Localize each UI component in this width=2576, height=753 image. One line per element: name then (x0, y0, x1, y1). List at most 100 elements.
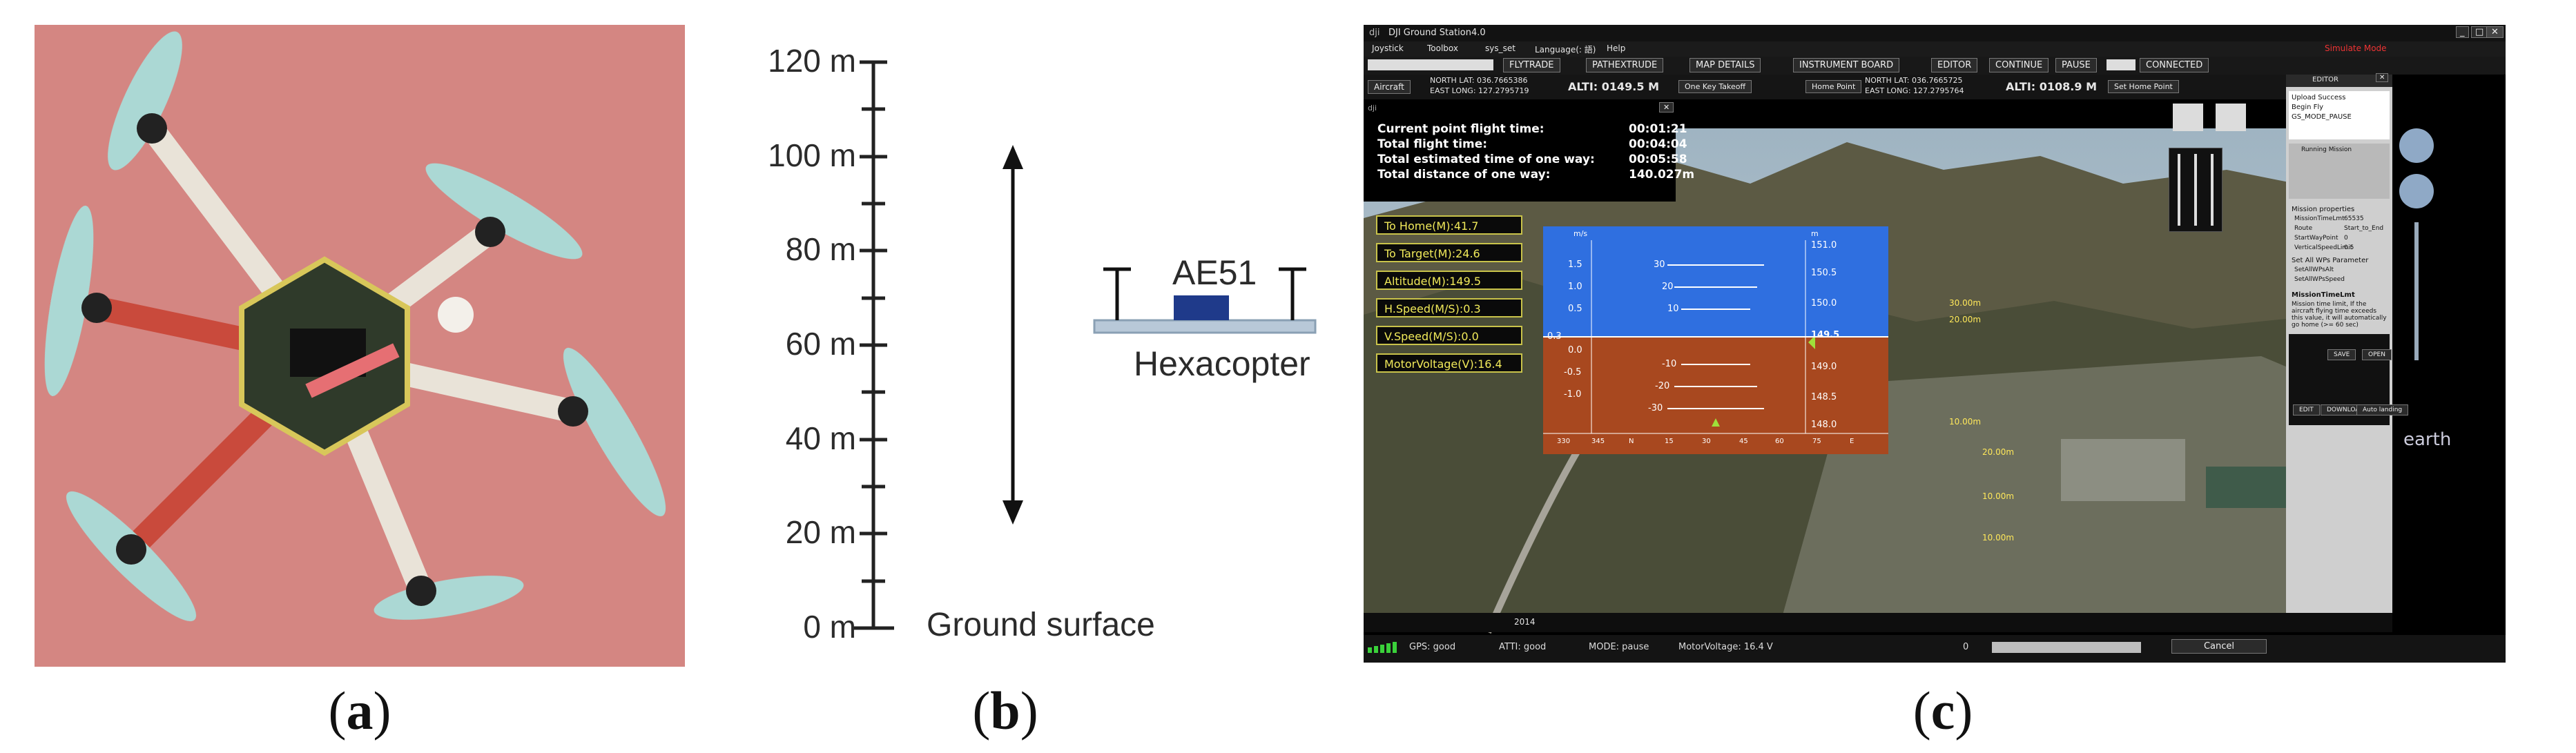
menu-sys-set[interactable]: sys_set (1485, 43, 1515, 53)
alt-tick: 150.5 (1811, 268, 1837, 278)
map-details-button[interactable]: MAP DETAILS (1689, 58, 1761, 72)
progress-value: 0 (1963, 642, 1969, 652)
desc-text: Mission time limit, If the aircraft flyi… (2292, 301, 2387, 329)
navigation-compass[interactable] (2399, 128, 2434, 163)
info-value: 140.027m (1629, 168, 1695, 182)
vs-current: 0.3 (1547, 331, 1562, 342)
save-button[interactable]: SAVE (2327, 349, 2356, 360)
earth-watermark: earth (2403, 429, 2452, 450)
heading-tick: 45 (1739, 438, 1748, 445)
zoom-slider[interactable] (2414, 222, 2419, 360)
progress-bar (1992, 642, 2141, 653)
edit-button[interactable]: EDIT (2293, 404, 2320, 415)
mission-tree[interactable] (2289, 144, 2390, 199)
sensor-label: AE51 (1172, 253, 1257, 292)
info-label: Current point flight time: (1377, 122, 1544, 136)
prop-value[interactable]: 65535 (2344, 215, 2364, 222)
scale-tick-label: 120 m (768, 43, 856, 79)
window-title: DJI Ground Station4.0 (1388, 28, 1486, 38)
waypoint-label: 10.00m (1949, 417, 1982, 427)
altitude-scale-panel: 120 m 100 m 80 m 60 m 40 m 20 m 0 m Grou… (704, 28, 1367, 669)
set-home-point-button[interactable]: Set Home Point (2108, 80, 2179, 93)
checklist-icon-button[interactable] (2216, 104, 2246, 131)
navigation-pan[interactable] (2399, 174, 2434, 208)
menu-joystick[interactable]: Joystick (1372, 43, 1404, 53)
speed-input[interactable] (2107, 59, 2136, 70)
minimize-button[interactable]: _ (2456, 26, 2469, 38)
pause-button[interactable]: PAUSE (2055, 58, 2097, 72)
info-label: Total distance of one way: (1377, 168, 1551, 182)
props-header: Mission properties (2292, 206, 2355, 213)
vs-tick: -0.5 (1564, 367, 1582, 378)
attitude-indicator (1543, 226, 1888, 454)
pathextrude-button[interactable]: PATHEXTRUDE (1586, 58, 1664, 72)
heading-tick: 60 (1775, 438, 1784, 445)
heading-tick: N (1629, 438, 1634, 445)
heading-tick: E (1850, 438, 1854, 445)
altitude-scale-graphic (853, 60, 1317, 630)
aircraft-button[interactable]: Aircraft (1368, 80, 1411, 94)
instrument-board-button[interactable]: INSTRUMENT BOARD (1793, 58, 1900, 72)
home-point-button[interactable]: Home Point (1805, 80, 1862, 93)
prop-value[interactable]: 0.5 (2344, 244, 2354, 251)
search-input[interactable] (1368, 59, 1493, 70)
prop-value[interactable]: 0 (2344, 235, 2348, 242)
mode-status: MODE: pause (1589, 642, 1649, 652)
ground-surface-label: Ground surface (927, 607, 1155, 643)
info-close-button[interactable]: ✕ (1659, 102, 1674, 113)
close-button[interactable]: ✕ (2486, 26, 2504, 38)
alt-tick: 148.0 (1811, 420, 1837, 430)
throttle-sliders[interactable] (2169, 148, 2222, 232)
waypoint-label: 20.00m (1982, 447, 2015, 457)
info-label: Total estimated time of one way: (1377, 153, 1595, 166)
aircraft-alti: ALTI: 0149.5 M (1568, 80, 1659, 93)
alt-current: 149.5 (1811, 330, 1840, 340)
alt-tick: 148.5 (1811, 392, 1837, 402)
menu-bar (1364, 41, 2506, 57)
cancel-button[interactable]: Cancel (2171, 639, 2267, 654)
primary-flight-display: m/s m 1.5 1.0 0.5 0.3 0.0 -0.5 -1.0 151.… (1543, 226, 1888, 454)
hexacopter-photo (35, 25, 685, 667)
log-line: GS_MODE_PAUSE (2292, 113, 2352, 121)
flytrade-button[interactable]: FLYTRADE (1503, 58, 1560, 72)
prop-key: MissionTimeLmt (2294, 215, 2345, 222)
caption-c: (c) (1912, 681, 1973, 741)
home-lon: EAST LONG: 127.2795764 (1865, 86, 1964, 95)
caption-a: (a) (328, 681, 391, 741)
continue-button[interactable]: CONTINUE (1989, 58, 2049, 72)
log-line: Upload Success (2292, 94, 2346, 101)
pitch-tick: 10 (1667, 304, 1679, 314)
menu-help[interactable]: Help (1607, 43, 1626, 53)
mission-tree-root[interactable]: Running Mission (2301, 146, 2352, 153)
maximize-button[interactable]: □ (2471, 26, 2488, 38)
wp-item[interactable]: SetAllWPsAlt (2294, 266, 2334, 273)
connected-button[interactable]: CONNECTED (2140, 58, 2209, 72)
atti-status: ATTI: good (1499, 642, 1547, 652)
menu-language[interactable]: Language(: 語) (1535, 45, 1596, 55)
aircraft-lat: NORTH LAT: 036.7665386 (1430, 76, 1528, 85)
alt-tick: 149.0 (1811, 362, 1837, 372)
info-value: 00:04:04 (1629, 137, 1687, 151)
heading-tick: 30 (1702, 438, 1711, 445)
motor-voltage-status: MotorVoltage: 16.4 V (1678, 642, 1773, 652)
editor-button[interactable]: EDITOR (1931, 58, 1978, 72)
open-button[interactable]: OPEN (2362, 349, 2392, 360)
scale-tick-label: 0 m (803, 609, 856, 645)
prop-value[interactable]: Start_to_End (2344, 225, 2384, 232)
simulate-mode-text: Simulate Mode (2325, 43, 2387, 53)
editor-log (2289, 91, 2390, 139)
to-target-readout: To Target(M):24.6 (1376, 243, 1522, 262)
vs-tick: 1.5 (1568, 260, 1582, 270)
map-info-strip (1364, 613, 2392, 632)
auto-landing-button[interactable]: Auto landing (2356, 404, 2409, 415)
menu-toolbox[interactable]: Toolbox (1427, 43, 1458, 53)
one-key-takeoff-button[interactable]: One Key Takeoff (1678, 80, 1752, 93)
vs-tick: 1.0 (1568, 282, 1582, 292)
editor-close-button[interactable]: ✕ (2376, 73, 2389, 82)
aircraft-icon-button[interactable] (2173, 104, 2203, 131)
vs-tick: 0.0 (1568, 345, 1582, 355)
wp-item[interactable]: SetAllWPsSpeed (2294, 276, 2345, 283)
scale-tick-label: 20 m (785, 514, 856, 550)
home-lat: NORTH LAT: 036.7665725 (1865, 76, 1963, 85)
editor-header (2286, 75, 2392, 87)
